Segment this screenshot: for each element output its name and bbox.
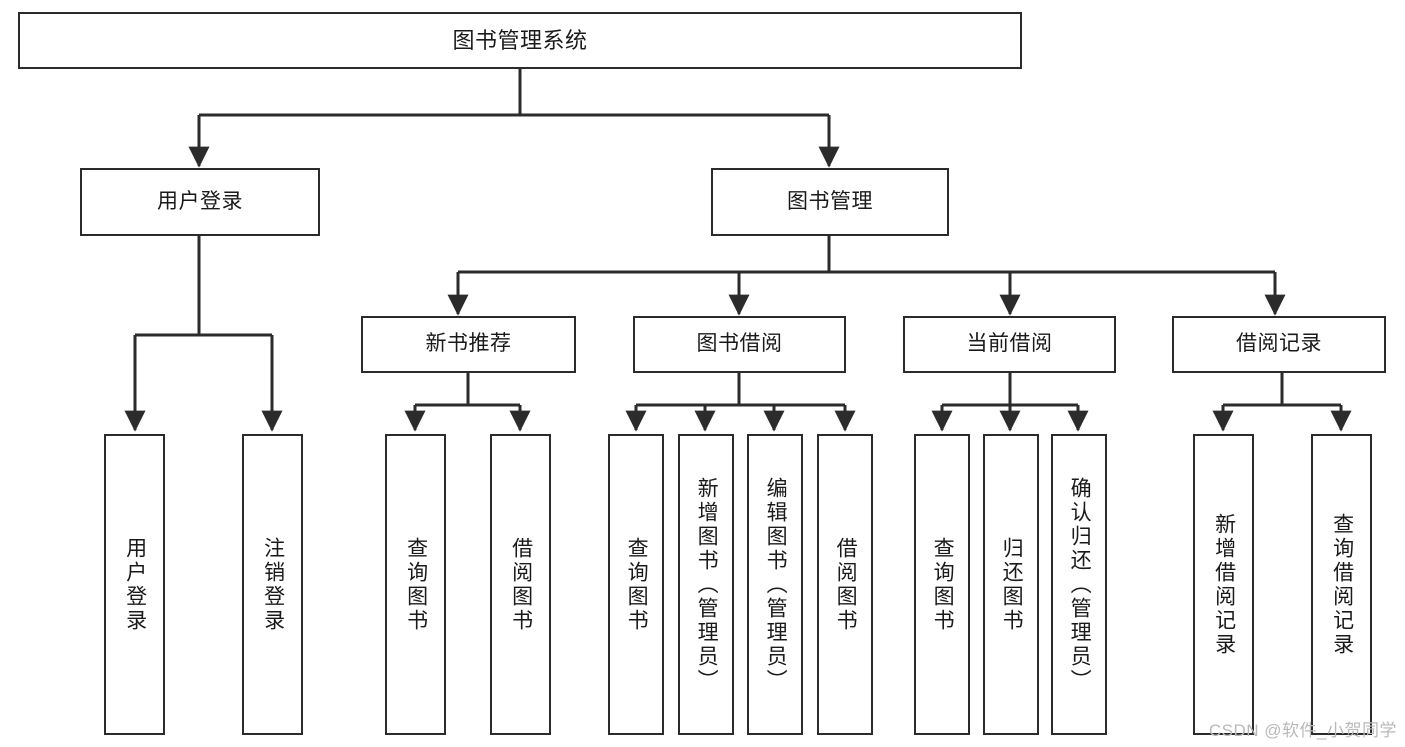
leaf-current-query-book[interactable]: 查询图书 bbox=[914, 434, 970, 735]
node-user-login[interactable]: 用户登录 bbox=[80, 168, 320, 236]
leaf-recommend-query-book[interactable]: 查询图书 bbox=[385, 434, 446, 735]
watermark-text: CSDN @软件_小贺同学 bbox=[1208, 721, 1397, 740]
node-label: 图书管理系统 bbox=[452, 27, 588, 53]
node-label: 查询图书 bbox=[625, 536, 649, 633]
leaf-user-login[interactable]: 用户登录 bbox=[104, 434, 165, 735]
node-label: 借阅图书 bbox=[834, 536, 858, 633]
leaf-borrow-edit-book-admin[interactable]: 编辑图书（管理员） bbox=[747, 434, 803, 735]
node-label: 图书借阅 bbox=[696, 332, 783, 356]
node-label: 注销登录 bbox=[261, 536, 285, 633]
node-label: 图书管理 bbox=[787, 189, 873, 213]
node-label: 新增图书（管理员） bbox=[695, 476, 719, 693]
node-label: 当前借阅 bbox=[966, 332, 1053, 356]
leaf-record-add-borrow-record[interactable]: 新增借阅记录 bbox=[1193, 434, 1254, 735]
leaf-current-return-book[interactable]: 归还图书 bbox=[983, 434, 1039, 735]
leaf-user-logout[interactable]: 注销登录 bbox=[242, 434, 303, 735]
node-label: 借阅记录 bbox=[1236, 332, 1322, 356]
node-label: 用户登录 bbox=[157, 189, 243, 213]
node-label: 新增借阅记录 bbox=[1212, 512, 1236, 657]
leaf-current-confirm-return-admin[interactable]: 确认归还（管理员） bbox=[1051, 434, 1107, 735]
node-label: 查询图书 bbox=[404, 536, 428, 633]
node-label: 新书推荐 bbox=[425, 332, 512, 356]
node-book-borrow[interactable]: 图书借阅 bbox=[633, 316, 846, 373]
leaf-borrow-lend-book[interactable]: 借阅图书 bbox=[817, 434, 873, 735]
leaf-recommend-borrow-book[interactable]: 借阅图书 bbox=[490, 434, 551, 735]
node-label: 借阅图书 bbox=[509, 536, 533, 633]
leaf-record-query-borrow-record[interactable]: 查询借阅记录 bbox=[1311, 434, 1372, 735]
node-label: 归还图书 bbox=[1000, 536, 1024, 633]
node-root-system[interactable]: 图书管理系统 bbox=[18, 12, 1022, 69]
node-book-manage[interactable]: 图书管理 bbox=[711, 168, 949, 236]
node-label: 用户登录 bbox=[123, 536, 147, 633]
leaf-borrow-add-book-admin[interactable]: 新增图书（管理员） bbox=[678, 434, 734, 735]
leaf-borrow-query-book[interactable]: 查询图书 bbox=[608, 434, 664, 735]
node-borrow-record[interactable]: 借阅记录 bbox=[1172, 316, 1386, 373]
node-label: 查询图书 bbox=[931, 536, 955, 633]
node-label: 确认归还（管理员） bbox=[1068, 476, 1092, 693]
node-current-borrow[interactable]: 当前借阅 bbox=[903, 316, 1116, 373]
node-label: 编辑图书（管理员） bbox=[764, 476, 788, 693]
node-new-book-recommend[interactable]: 新书推荐 bbox=[361, 316, 576, 373]
node-label: 查询借阅记录 bbox=[1330, 512, 1354, 657]
